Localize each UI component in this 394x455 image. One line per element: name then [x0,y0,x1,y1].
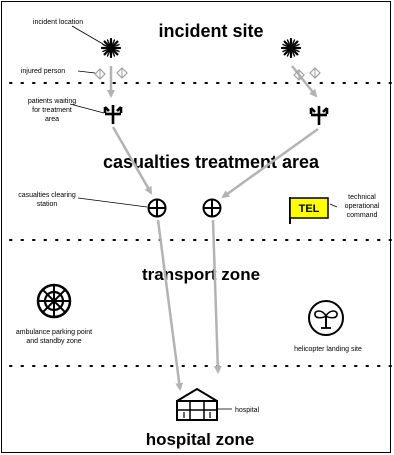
label-patients-waiting-line1: patients waiting [28,98,76,105]
clearing-station-icon [147,198,167,218]
patients-waiting-icon [103,105,123,124]
leader-lines [69,25,338,410]
arrow-clearing-to-hospital-left [156,219,184,391]
tel-badge [289,197,329,219]
label-hospital: hospital [235,407,260,414]
arrow-waiting-to-clearing-left [111,126,153,195]
ambulance-parking-icon [36,283,72,319]
arrow-clearing-to-hospital-right [211,219,222,374]
arrow-incident-to-waiting-right [291,65,318,98]
label-ambulance-line2: and standby zone [26,338,81,345]
zone-title-hospital-zone: hospital zone [146,430,255,449]
injured-person-icon [94,68,106,80]
injured-person-icon [293,69,305,81]
injured-person-icon [116,67,128,79]
zone-title-transport-zone: transport zone [142,265,260,284]
label-incident-location: incident location [33,19,83,26]
arrow-waiting-to-clearing-right [221,127,319,199]
label-patients-waiting-line3: area [45,116,59,123]
label-tel-line2: operational [345,203,380,210]
label-helicopter: helicopter landing site [294,346,362,353]
label-tel-line3: command [347,212,378,219]
flow-arrows [107,65,319,391]
zone-title-incident-site: incident site [158,21,263,41]
incident-location-icon [280,37,302,59]
label-clearing-station-line2: station [37,201,58,208]
incident-location-icon [100,37,122,59]
label-clearing-station-line1: casualties clearing [18,192,76,199]
label-injured-person: injured person [21,68,65,75]
tel-badge-label: TEL [299,203,320,215]
zone-title-casualties-treatment-area: casualties treatment area [103,152,320,172]
injured-person-icon [309,67,321,79]
tel-flag: TEL [289,197,329,224]
label-tel-line1: technical [348,194,376,201]
clearing-station-icon [202,198,222,218]
patients-waiting-icon [309,106,329,125]
label-ambulance-line1: ambulance parking point [16,329,92,336]
hospital-icon [176,387,218,421]
helicopter-landing-icon [308,300,344,336]
label-patients-waiting-line2: for treatment [32,107,72,114]
